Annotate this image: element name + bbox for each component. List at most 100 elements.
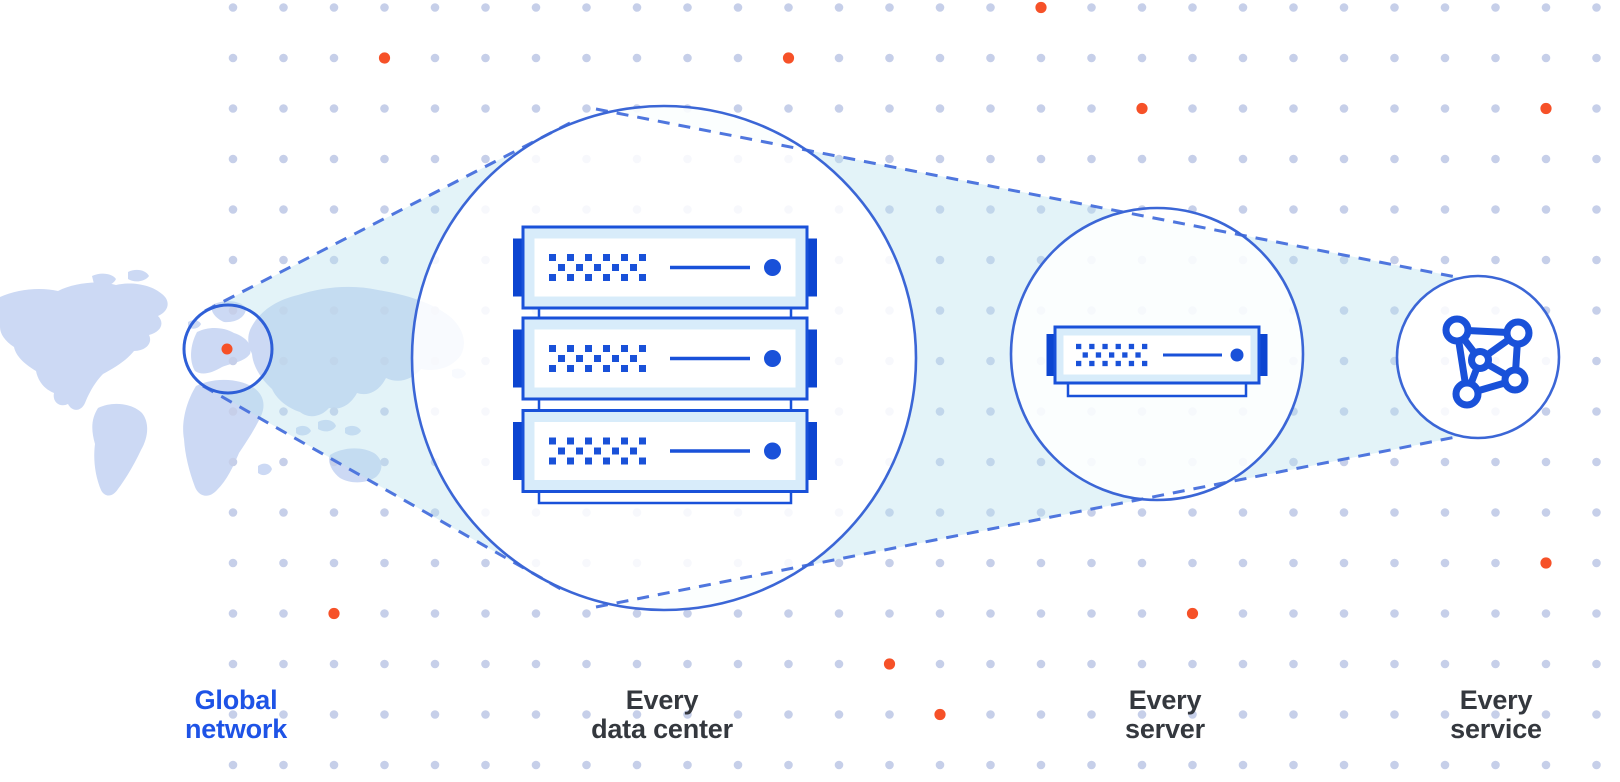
led-square: [612, 447, 619, 455]
led-square: [576, 264, 583, 271]
grid-dot: [986, 508, 995, 517]
grid-dot: [1440, 104, 1450, 113]
grid-dot: [1390, 508, 1399, 517]
grid-dot: [228, 53, 238, 63]
grid-dot: [935, 659, 945, 669]
grid-dot: [531, 659, 541, 669]
led-square: [567, 254, 574, 261]
grid-dot: [481, 53, 490, 63]
continent-north-america: [0, 282, 168, 410]
grid-dot: [1339, 53, 1349, 63]
grid-dot: [1087, 609, 1096, 618]
led-square: [1115, 360, 1121, 367]
grid-dot: [279, 457, 288, 467]
grid-dot: [1440, 255, 1450, 265]
grid-dot: [1188, 558, 1197, 568]
led-square: [594, 264, 601, 271]
led-square: [567, 457, 574, 465]
grid-dot: [1036, 508, 1046, 517]
grid-dot: [733, 3, 743, 12]
grid-dot: [1390, 104, 1399, 113]
grid-dot: [784, 3, 793, 12]
grid-dot: [228, 558, 238, 568]
grid-dot: [1339, 508, 1349, 517]
grid-dot: [1087, 659, 1096, 669]
grid-dot: [1137, 710, 1147, 719]
grid-dot: [885, 609, 894, 618]
grid-dot: [784, 710, 793, 719]
grid-dot: [430, 205, 440, 214]
grid-dot: [1289, 104, 1298, 113]
grid-dot: [1440, 53, 1450, 63]
grid-dot: [380, 760, 389, 770]
service-circle: [1395, 274, 1561, 440]
grid-dot: [1390, 154, 1399, 164]
grid-dot: [935, 558, 945, 568]
led-square: [630, 264, 637, 271]
grid-dot: [380, 306, 389, 315]
grid-dot: [1238, 508, 1248, 517]
led-square: [603, 345, 610, 352]
grid-dot: [279, 3, 288, 12]
grid-dot: [1592, 255, 1601, 265]
grid-dot: [986, 760, 995, 770]
grid-dot: [481, 710, 490, 719]
led-square: [1082, 352, 1088, 358]
led-square: [549, 457, 556, 465]
grid-dot: [1390, 659, 1399, 669]
grid-dot: [834, 104, 844, 113]
led-square: [1128, 343, 1135, 350]
grid-dot: [1188, 760, 1197, 770]
grid-dot: [1289, 205, 1298, 214]
grid-dot: [380, 104, 389, 113]
led-square: [612, 264, 619, 271]
grid-dot: [935, 3, 945, 12]
grid-dot: [329, 306, 339, 315]
grid-dot: [430, 710, 440, 719]
led-square: [585, 345, 592, 352]
accent-dot: [782, 52, 795, 64]
grid-dot: [632, 609, 642, 618]
grid-dot: [1491, 205, 1500, 214]
grid-dot: [1390, 205, 1399, 214]
grid-dot: [1541, 659, 1551, 669]
led-square: [603, 274, 610, 281]
grid-dot: [683, 609, 692, 618]
grid-dot: [1440, 457, 1450, 467]
grid-dot: [1339, 205, 1349, 214]
led-square: [1109, 352, 1115, 358]
grid-dot: [935, 205, 945, 214]
grid-dot: [1390, 558, 1399, 568]
grid-dot: [228, 710, 238, 719]
grid-dot: [582, 760, 591, 770]
grid-dot: [1238, 205, 1248, 214]
grid-dot: [531, 710, 541, 719]
grid-dot: [329, 407, 339, 416]
grid-dot: [986, 356, 995, 366]
continent-australia: [329, 448, 382, 483]
grid-dot: [683, 3, 692, 12]
zoom-dash-upper-left: [204, 121, 571, 313]
server-icon: [1046, 325, 1268, 398]
grid-dot: [986, 457, 995, 467]
grid-dot: [1592, 53, 1601, 63]
grid-dot: [228, 154, 238, 164]
grid-dot: [1289, 255, 1298, 265]
grid-dot: [632, 659, 642, 669]
grid-dot: [1491, 710, 1500, 719]
grid-dot: [986, 306, 995, 315]
grid-dot: [279, 104, 288, 113]
grid-dot: [228, 3, 238, 12]
grid-dot: [1087, 760, 1096, 770]
grid-dot: [228, 205, 238, 214]
grid-dot: [1491, 3, 1500, 12]
grid-dot: [1440, 609, 1450, 618]
led-square: [1102, 360, 1108, 367]
grid-dot: [1541, 457, 1551, 467]
grid-dot: [935, 154, 945, 164]
grid-dot: [1289, 558, 1298, 568]
grid-dot: [582, 659, 591, 669]
grid-dot: [1339, 609, 1349, 618]
grid-dot: [1592, 659, 1601, 669]
grid-dot: [1188, 659, 1197, 669]
